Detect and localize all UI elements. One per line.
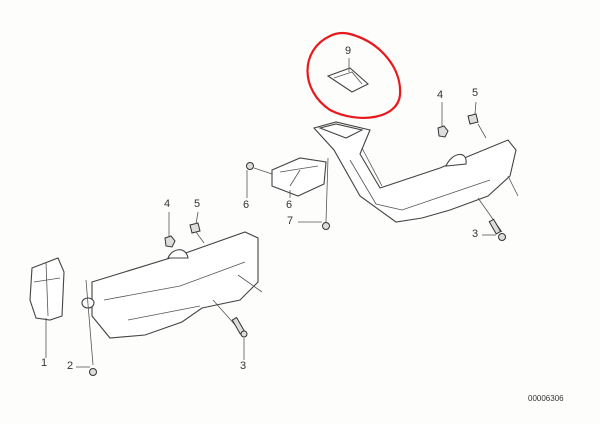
part-9-cover-plate: [326, 58, 369, 93]
callout-7: 7: [287, 215, 294, 227]
callout-4-left: 4: [164, 198, 171, 210]
left-armrest: [76, 211, 263, 376]
highlight-circle: [306, 31, 402, 119]
mount-bracket: [246, 157, 330, 230]
callout-5-left: 5: [194, 198, 201, 210]
callout-6-screw: 6: [243, 199, 250, 211]
callout-1: 1: [41, 357, 48, 369]
callout-3-left: 3: [240, 360, 247, 372]
callout-6-bracket: 6: [286, 199, 293, 211]
callout-9: 9: [345, 45, 352, 57]
callout-2: 2: [67, 360, 74, 372]
callout-4-right: 4: [437, 89, 444, 101]
drawing-number: 00006306: [528, 394, 564, 403]
callout-5-right: 5: [472, 87, 479, 99]
right-armrest: [312, 101, 519, 241]
callout-3-right: 3: [472, 228, 479, 240]
part-1-bracket: [29, 257, 65, 358]
